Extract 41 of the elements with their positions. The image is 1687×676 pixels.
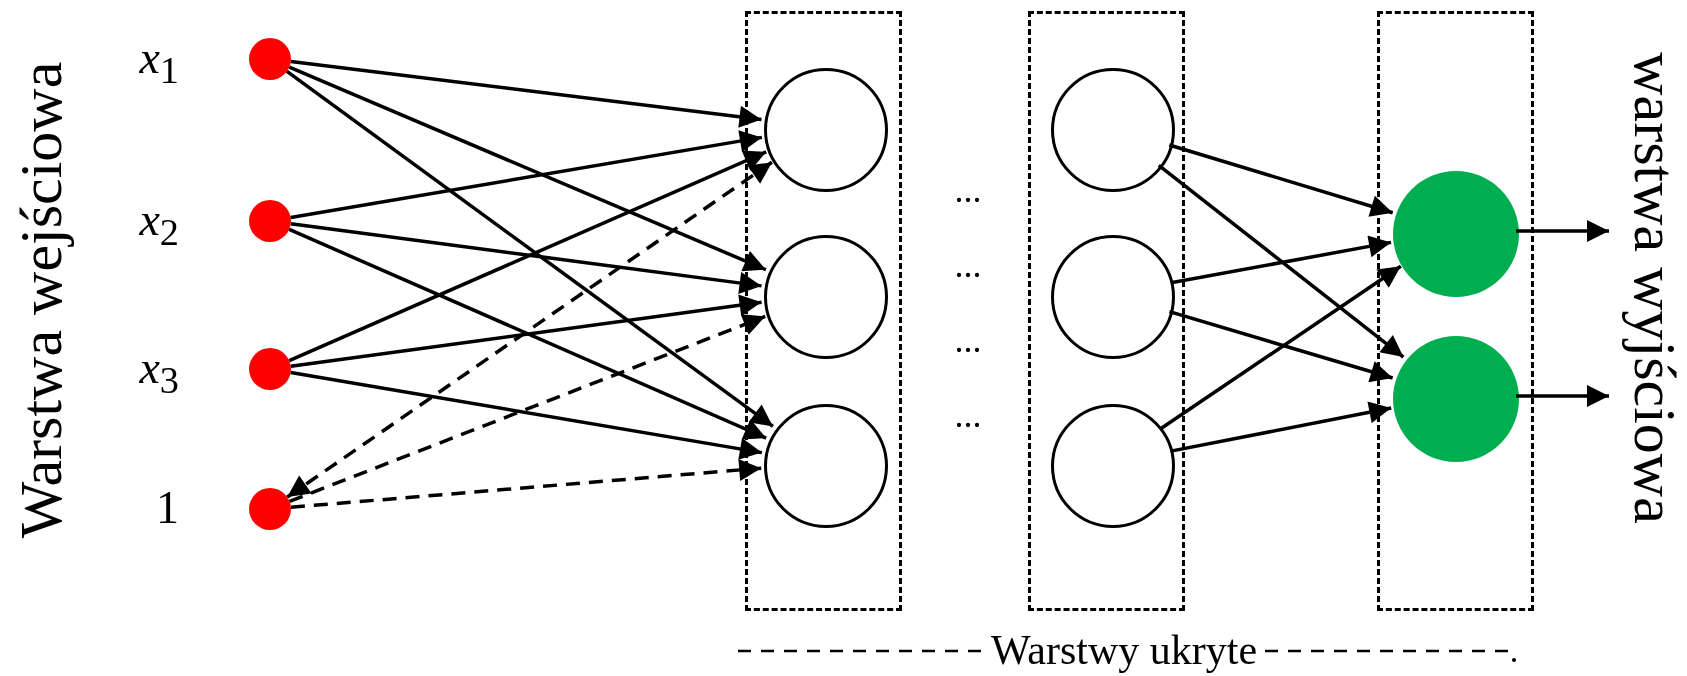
hidden-neuron: [1051, 68, 1175, 192]
input-label: x$_{2}$: [139, 197, 179, 252]
hidden-neuron: [1051, 235, 1175, 359]
dashed-arrow: [286, 160, 773, 499]
arrow: [290, 370, 763, 460]
arrow: [290, 130, 763, 220]
hidden-neuron: [764, 404, 888, 528]
arrow: [1516, 220, 1609, 242]
arrow: [1160, 264, 1402, 430]
arrow: [285, 69, 774, 428]
output-neuron: [1393, 171, 1519, 297]
layer-title: warstwa wyjściowa: [1624, 52, 1685, 524]
dashed-arrow: [290, 459, 762, 509]
arrow: [1168, 143, 1394, 217]
ellipsis: ...: [954, 397, 982, 433]
hidden-neuron: [1051, 404, 1175, 528]
arrow: [1516, 385, 1609, 407]
arrow: [290, 294, 762, 368]
input-label: x$_{1}$: [139, 35, 179, 90]
arrow: [288, 150, 767, 363]
arrow: [288, 227, 767, 440]
layer-frame: [1377, 11, 1534, 611]
layer-title: Warstwy ukryte: [991, 629, 1258, 671]
hidden-neuron: [764, 68, 888, 192]
arrow: [1157, 163, 1405, 359]
ellipsis: ...: [954, 322, 982, 358]
output-neuron: [1393, 336, 1519, 462]
arrow: [288, 65, 767, 272]
arrow: [290, 222, 762, 294]
layer-frame: [1028, 11, 1185, 611]
arrow: [1170, 235, 1392, 285]
dashed-arrow: [288, 314, 766, 504]
input-label: x$_{3}$: [139, 345, 179, 400]
arrow: [290, 59, 762, 128]
arrow: [1168, 310, 1394, 383]
ellipsis: ...: [954, 172, 982, 208]
input-label: 1: [156, 485, 179, 531]
ellipsis: ...: [954, 247, 982, 283]
arrow: [1170, 401, 1392, 453]
hidden-neuron: [764, 235, 888, 359]
layer-frame: [745, 11, 902, 611]
